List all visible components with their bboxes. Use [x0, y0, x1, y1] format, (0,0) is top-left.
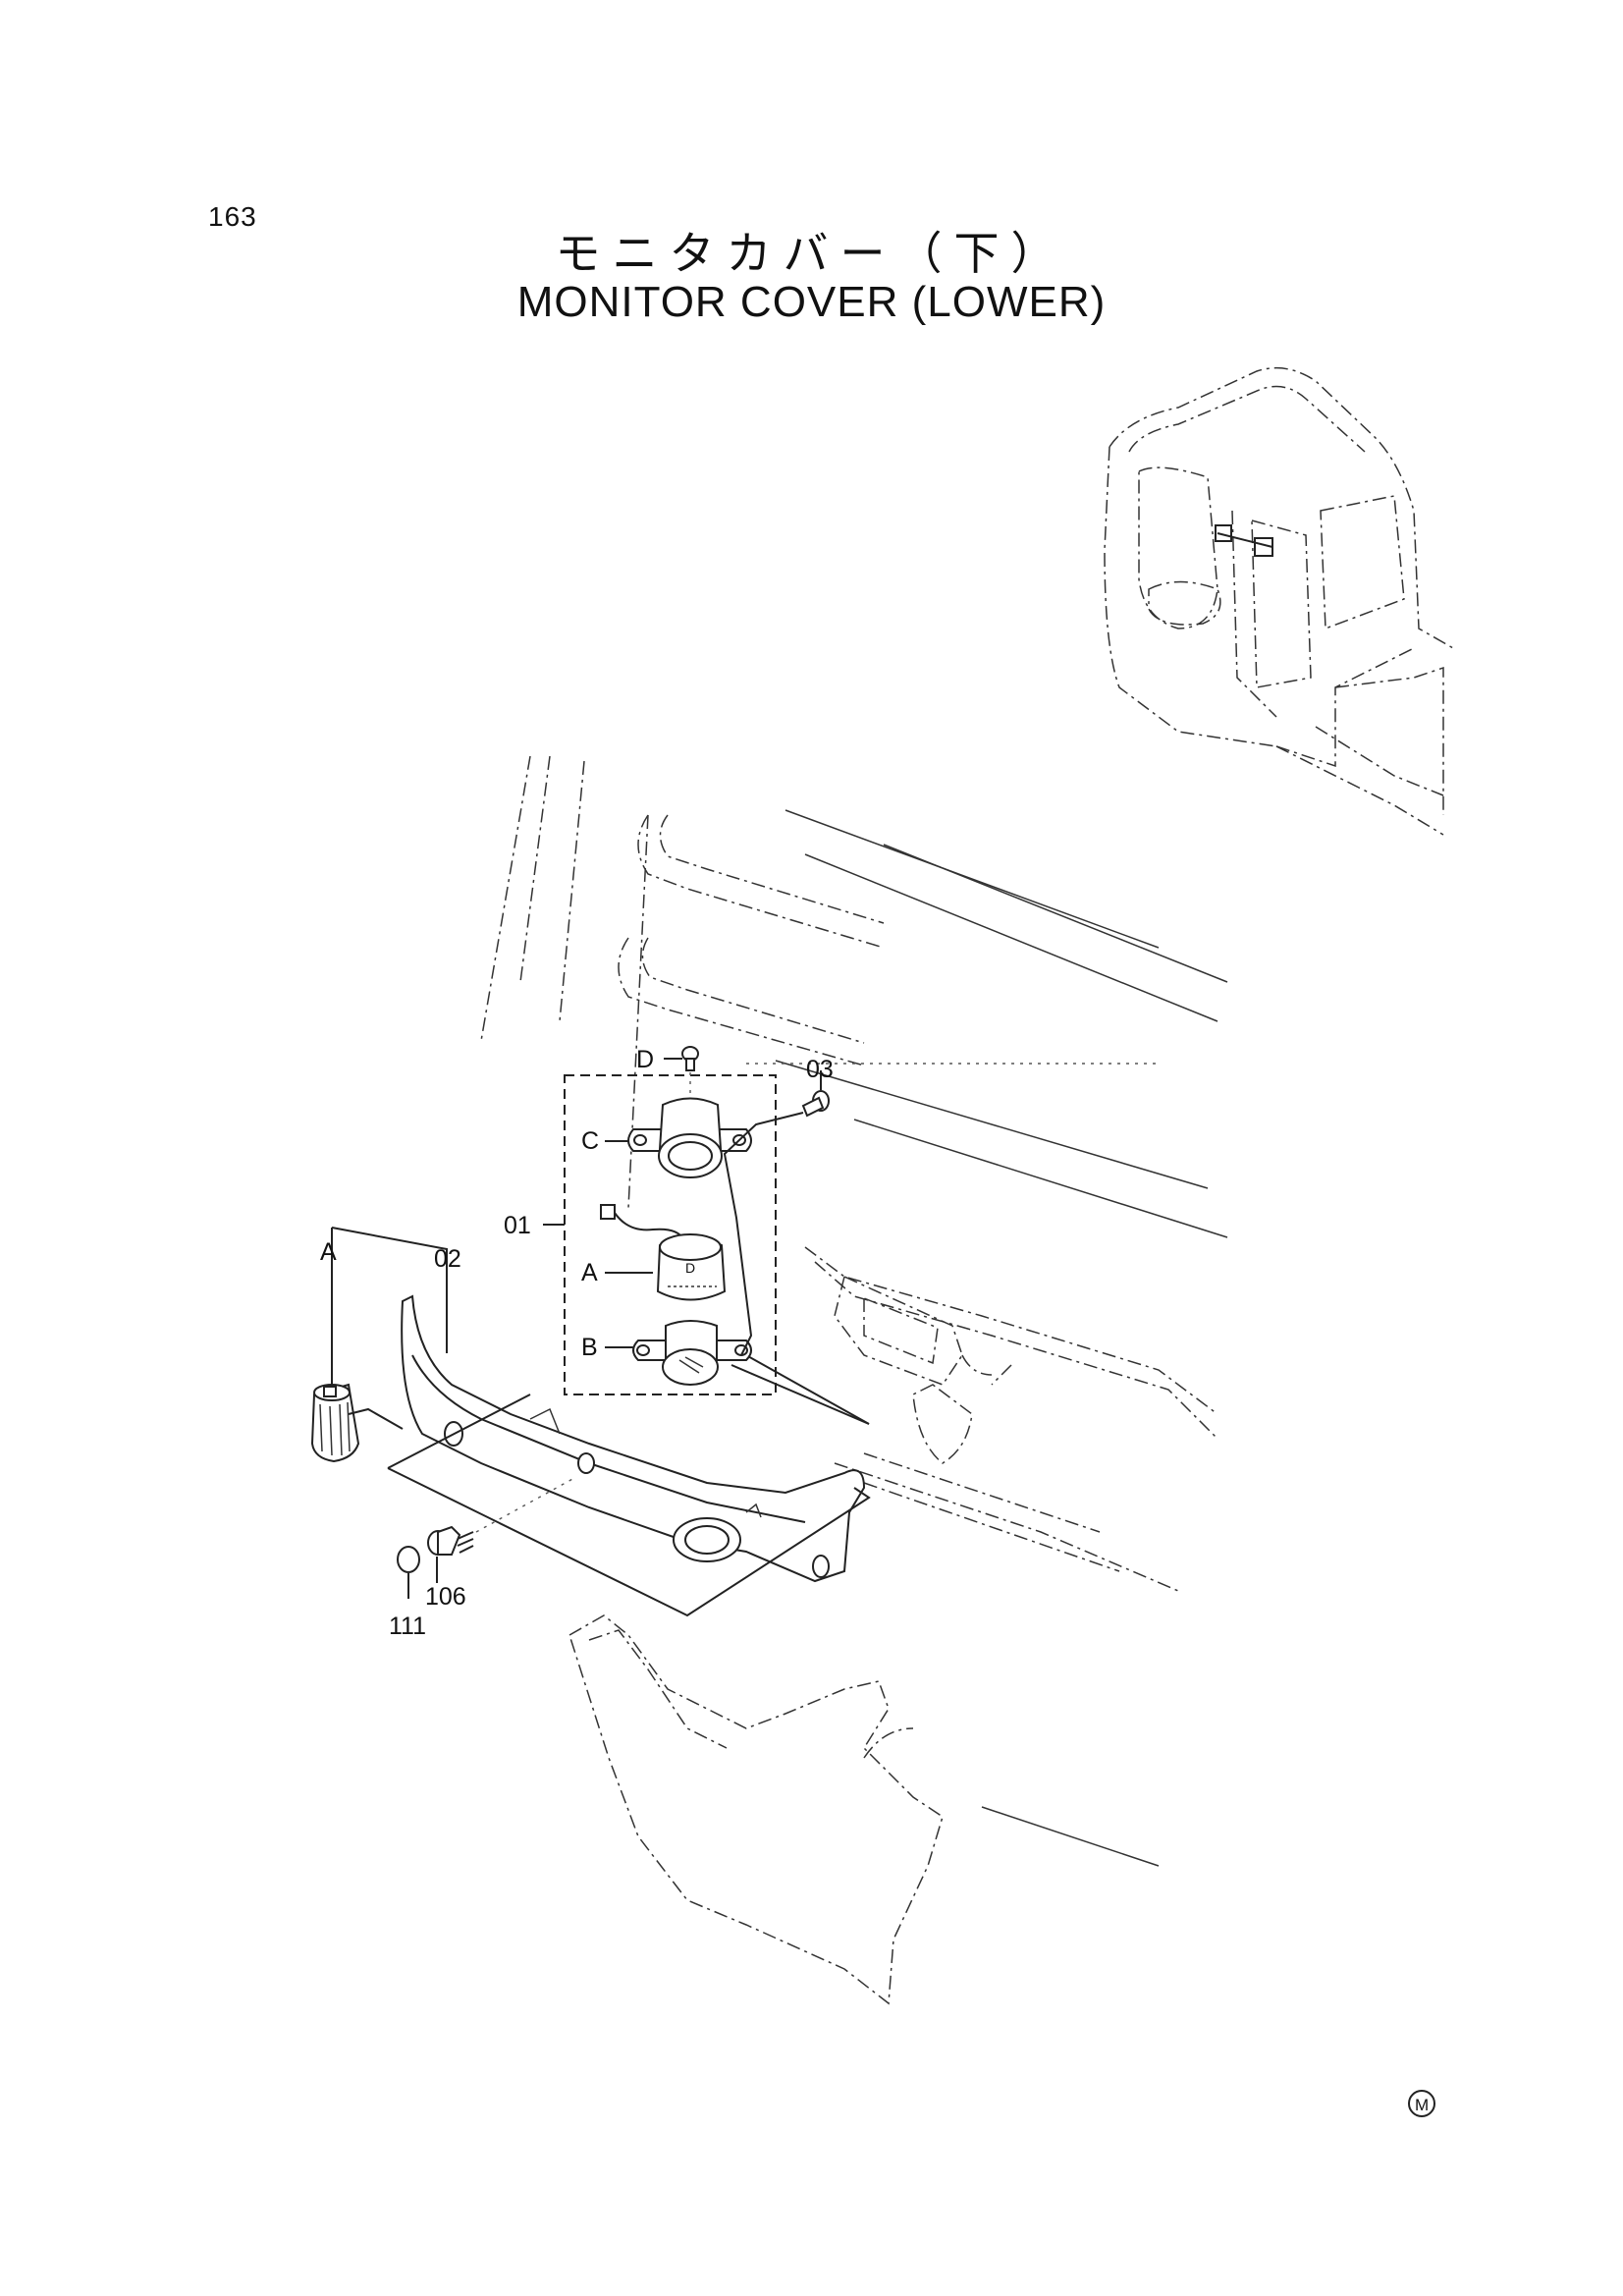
screw-part-03 — [801, 1090, 830, 1118]
monitor-cover-lower-part-02 — [401, 1294, 866, 1583]
callout-part-01: 01 — [504, 1212, 531, 1239]
bracket-line-ref-a — [331, 1227, 448, 1353]
screw-part-106 — [427, 1525, 474, 1556]
screw-sub-d — [681, 1046, 699, 1071]
part-01-group-box — [564, 1074, 777, 1395]
callout-ref-a: A — [320, 1238, 337, 1266]
cap-part-111 — [397, 1546, 420, 1573]
callout-part-111: 111 — [389, 1613, 426, 1640]
monitor-unit-sub-a: D — [656, 1233, 727, 1301]
screw-106-alignment-line — [475, 1477, 575, 1533]
cab-overview-illustration — [1104, 366, 1454, 836]
m-mark: M — [1408, 2090, 1435, 2117]
callout-sub-b: B — [581, 1334, 598, 1361]
page-number: 163 — [208, 201, 257, 232]
bracket-sub-b — [632, 1320, 752, 1386]
holder-reference-a — [310, 1383, 404, 1463]
callout-part-03: 03 — [806, 1056, 834, 1083]
wire-connector — [600, 1204, 684, 1240]
assembly-line-lower — [730, 1364, 870, 1425]
mounting-plane-outline — [387, 1394, 871, 1617]
page-title-japanese: モニタカバー（下） — [555, 227, 1068, 280]
mounting-plane-outline-upper — [745, 1354, 870, 1425]
callout-sub-d: D — [636, 1046, 654, 1073]
callout-part-106: 106 — [425, 1583, 466, 1611]
callout-part-02: 02 — [434, 1245, 461, 1273]
callout-sub-a: A — [581, 1259, 598, 1286]
svg-text:D: D — [685, 1260, 695, 1276]
assembly-line-right — [723, 1112, 804, 1356]
housing-sub-c — [627, 1097, 752, 1178]
svg-text:M: M — [1415, 2096, 1429, 2114]
callout-sub-c: C — [581, 1127, 599, 1155]
lower-side-panel — [568, 1614, 1160, 2005]
page-title-english: MONITOR COVER (LOWER) — [516, 278, 1107, 326]
